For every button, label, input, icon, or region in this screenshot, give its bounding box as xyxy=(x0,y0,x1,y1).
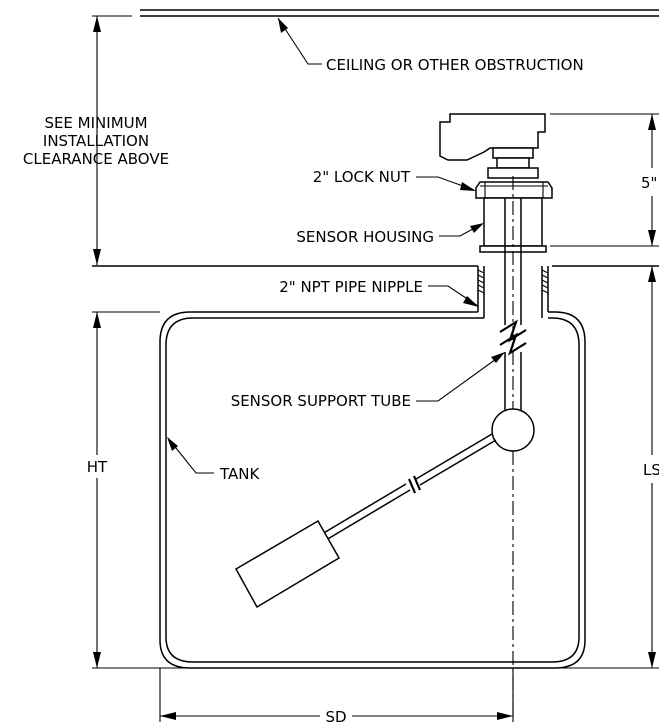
sensor-head xyxy=(439,113,546,179)
ceiling-line xyxy=(140,9,659,17)
ls-label: LS xyxy=(643,461,659,479)
pivot-ball xyxy=(491,408,535,452)
clearance-dimension xyxy=(93,16,101,265)
pipe-nipple-leader xyxy=(428,285,479,307)
clearance-label-line2: INSTALLATION xyxy=(43,132,149,150)
pipe-nipple-label: 2" NPT PIPE NIPPLE xyxy=(279,278,423,296)
support-tube-label: SENSOR SUPPORT TUBE xyxy=(231,392,411,410)
tank-leader xyxy=(167,437,214,474)
float-arm xyxy=(321,433,497,541)
lock-nut xyxy=(475,181,553,199)
ht-dimension xyxy=(93,312,101,668)
sensor-housing-label: SENSOR HOUSING xyxy=(296,228,434,246)
lock-nut-label: 2" LOCK NUT xyxy=(313,168,411,186)
ls-dimension xyxy=(648,266,656,668)
support-tube-leader xyxy=(416,352,505,402)
sensor-housing-leader xyxy=(439,223,484,237)
ceiling-label: CEILING OR OTHER OBSTRUCTION xyxy=(326,56,584,74)
sd-label: SD xyxy=(325,708,346,726)
lock-nut-leader xyxy=(416,176,476,191)
sd-dimension xyxy=(159,668,514,722)
five-inch-dimension xyxy=(648,114,656,246)
clearance-label-line3: CLEARANCE ABOVE xyxy=(23,150,169,168)
clearance-label-line1: SEE MINIMUM xyxy=(44,114,147,132)
pipe-nipple xyxy=(477,266,549,318)
ceiling-leader xyxy=(277,17,322,65)
five-inch-label: 5" xyxy=(641,174,657,192)
tank-label: TANK xyxy=(219,465,260,483)
ht-label: HT xyxy=(87,458,108,476)
float xyxy=(234,519,341,609)
